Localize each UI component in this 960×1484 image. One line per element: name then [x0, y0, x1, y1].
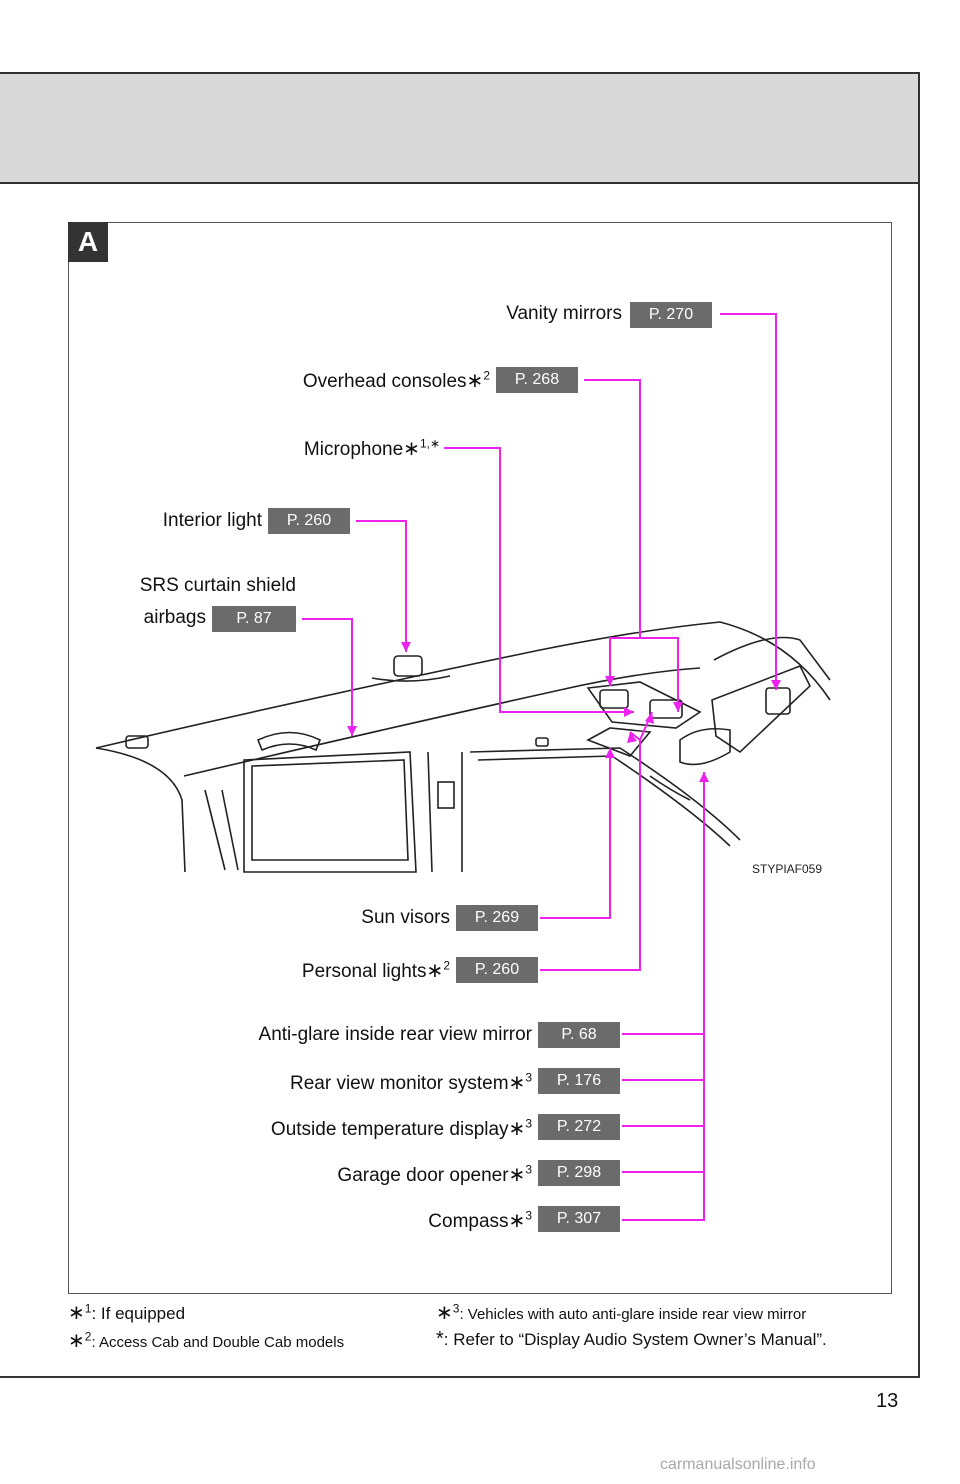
label-srs-airbags-line2: airbags — [143, 607, 206, 628]
footnote-4: *: Refer to “Display Audio System Owner’… — [436, 1328, 827, 1350]
page-ref-anti-glare-mirror[interactable]: P. 68 — [538, 1022, 620, 1048]
vehicle-interior-drawing — [95, 621, 831, 873]
page-ref-interior-light[interactable]: P. 260 — [268, 508, 350, 534]
label-anti-glare-mirror: Anti-glare inside rear view mirror — [258, 1024, 532, 1045]
label-sun-visors: Sun visors — [361, 907, 450, 928]
page-border-bottom — [0, 1376, 920, 1378]
label-overhead-consoles: Overhead consoles∗2 — [302, 368, 490, 392]
watermark: carmanualsonline.info — [660, 1456, 816, 1473]
section-label: A — [68, 222, 108, 262]
page-ref-outside-temp[interactable]: P. 272 — [538, 1114, 620, 1140]
page-number: 13 — [876, 1390, 899, 1412]
page-ref-rear-view-monitor[interactable]: P. 176 — [538, 1068, 620, 1094]
footnote-1: ∗1: If equipped — [68, 1301, 186, 1324]
label-microphone: Microphone∗1,∗ — [303, 436, 440, 460]
page-ref-sun-visors[interactable]: P. 269 — [456, 905, 538, 931]
label-rear-view-monitor: Rear view monitor system∗3 — [289, 1070, 532, 1094]
label-compass: Compass∗3 — [428, 1208, 532, 1232]
image-code: STYPIAF059 — [752, 862, 823, 876]
page-ref-srs-airbags[interactable]: P. 87 — [212, 606, 296, 632]
label-outside-temp: Outside temperature display∗3 — [270, 1116, 532, 1140]
page-ref-compass[interactable]: P. 307 — [538, 1206, 620, 1232]
label-personal-lights: Personal lights∗2 — [301, 958, 450, 982]
page-ref-overhead-consoles[interactable]: P. 268 — [496, 367, 578, 393]
page-border-right — [918, 180, 920, 1378]
header-band — [0, 72, 920, 184]
page-ref-garage-door[interactable]: P. 298 — [538, 1160, 620, 1186]
label-interior-light: Interior light — [162, 510, 262, 531]
label-srs-airbags-line1: SRS curtain shield — [139, 575, 296, 596]
page-ref-personal-lights[interactable]: P. 260 — [456, 957, 538, 983]
label-garage-door: Garage door opener∗3 — [337, 1162, 532, 1186]
footnote-3: ∗3: Vehicles with auto anti-glare inside… — [436, 1301, 807, 1324]
page-ref-vanity-mirrors[interactable]: P. 270 — [630, 302, 712, 328]
leader-arrowheads — [347, 642, 781, 782]
label-vanity-mirrors: Vanity mirrors — [506, 303, 622, 324]
footnote-2: ∗2: Access Cab and Double Cab models — [68, 1329, 345, 1352]
illustration-panel — [68, 222, 892, 1294]
leader-lines — [302, 313, 777, 1221]
